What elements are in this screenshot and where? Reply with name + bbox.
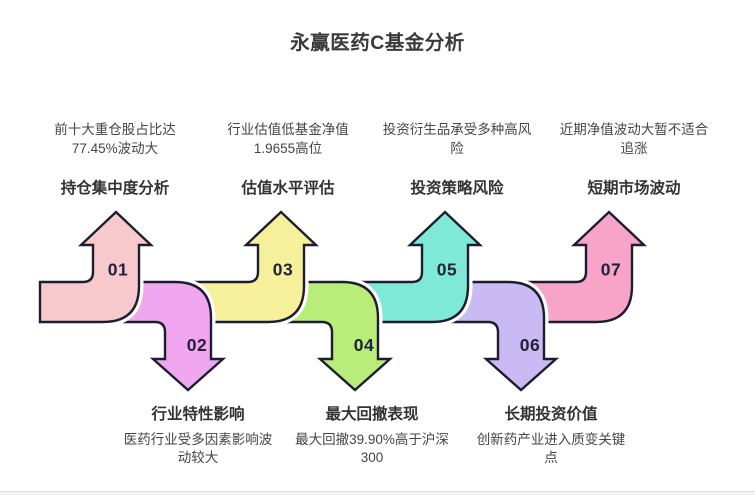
step-title: 行业特性影响 [151,406,245,423]
arrow-shape-02 [118,280,227,392]
step-description: 投资衍生品承受多种高风 险 [382,122,532,156]
arrow-number-03: 03 [273,260,293,280]
step-column-04: 最大回撤表现 最大回撤39.90%高于沪深 300 [263,402,481,466]
step-column-06: 长期投资价值 创新药产业进入质变关键 点 [442,402,660,466]
step-title: 最大回撤表现 [325,406,419,423]
step-title: 持仓集中度分析 [60,180,170,197]
step-column-05: 投资衍生品承受多种高风 险 投资策略风险 [348,120,566,198]
arrow-shape-03 [190,210,320,324]
arrow-number-02: 02 [187,335,207,355]
step-title: 短期市场波动 [587,180,681,197]
arrow-number-01: 01 [108,260,128,280]
arrow-number-05: 05 [437,260,457,280]
arrow-number-04: 04 [354,335,374,355]
step-description: 行业估值低基金净值 1.9655高位 [227,122,349,156]
step-title: 投资策略风险 [410,180,504,197]
arrow-shape-01 [38,210,155,324]
step-description: 近期净值波动大暂不适合 追涨 [559,122,709,156]
step-description: 医药行业受多因素影响波 动较大 [123,432,273,465]
page-title: 永赢医药C基金分析 [290,32,465,54]
step-title: 长期投资价值 [504,406,598,423]
arrow-number-06: 06 [520,335,540,355]
arrow-number-07: 07 [601,260,621,280]
step-column-03: 行业估值低基金净值 1.9655高位 估值水平评估 [179,120,397,198]
step-description: 前十大重仓股占比达 77.45%波动大 [54,122,176,156]
arrow-shape-04 [283,280,394,392]
step-description: 最大回撤39.90%高于沪深 300 [295,432,449,465]
step-column-07: 近期净值波动大暂不适合 追涨 短期市场波动 [525,120,743,198]
arrow-shape-05 [357,210,484,324]
step-column-01: 前十大重仓股占比达 77.45%波动大 持仓集中度分析 [6,120,224,198]
step-description: 创新药产业进入质变关键 点 [476,432,626,465]
step-title: 估值水平评估 [241,180,335,197]
arrow-shape-06 [447,280,560,392]
step-column-02: 行业特性影响 医药行业受多因素影响波 动较大 [89,402,307,466]
arrow-shape-07 [523,210,648,324]
page-bottom-divider [0,491,755,495]
